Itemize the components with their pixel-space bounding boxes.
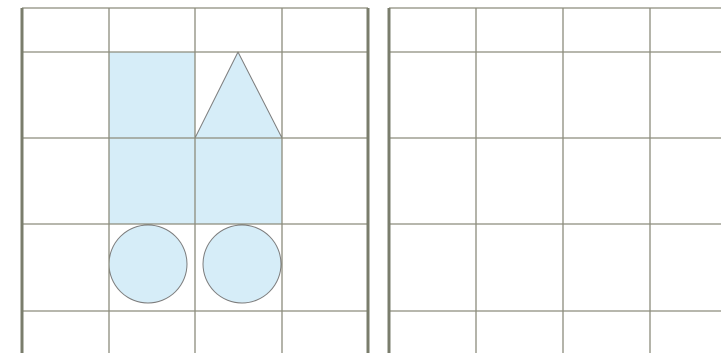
left-grid-lines — [22, 8, 368, 353]
right-grid-panel — [389, 8, 721, 353]
left-circle-shape — [109, 225, 187, 303]
left-grid-panel — [22, 8, 368, 353]
right-grid-lines — [389, 8, 721, 353]
square-shape — [195, 138, 282, 224]
triangle-shape — [195, 52, 282, 138]
right-circle-shape — [203, 225, 281, 303]
